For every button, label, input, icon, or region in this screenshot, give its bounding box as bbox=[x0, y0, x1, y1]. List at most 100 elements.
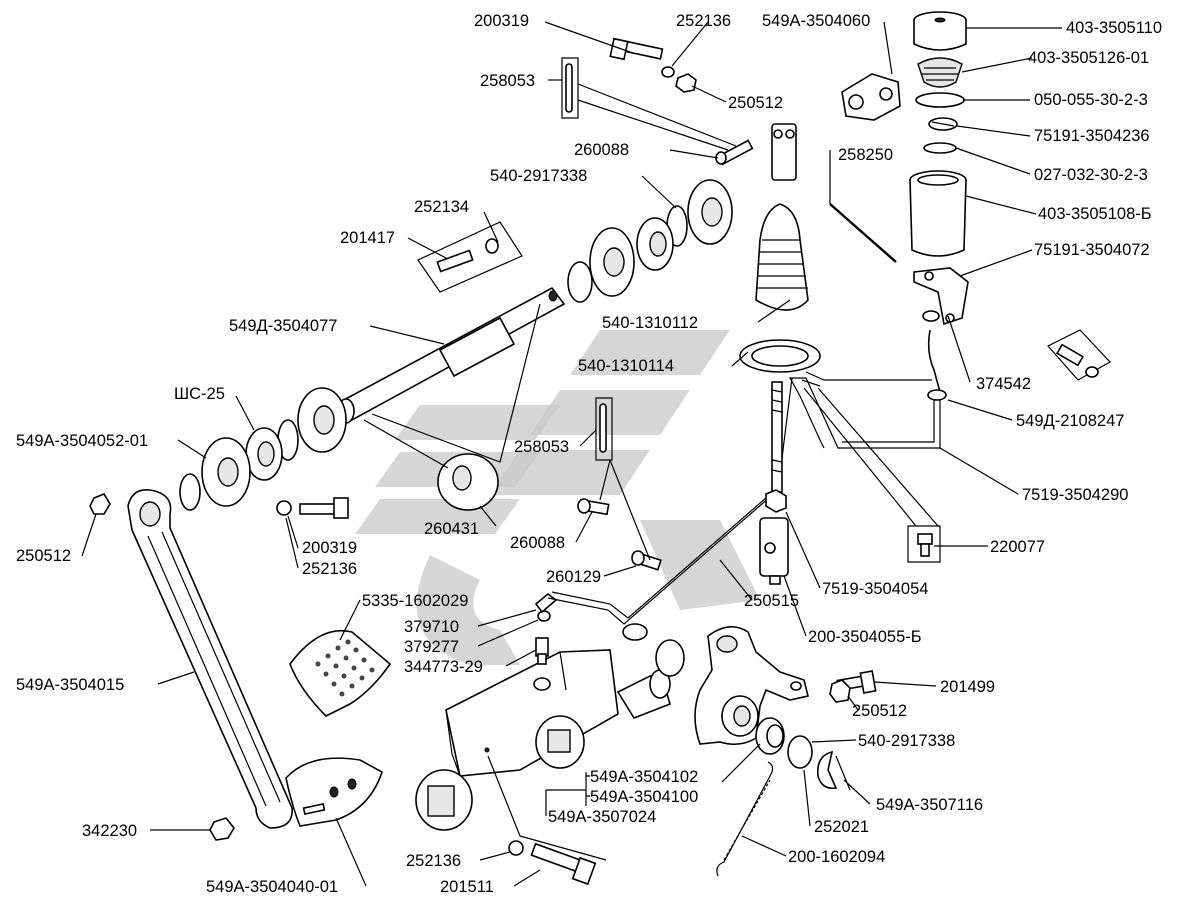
label-252021: 252021 bbox=[814, 818, 869, 836]
brake-pipe-7519-3504290 bbox=[788, 377, 941, 449]
label-342230: 342230 bbox=[82, 822, 137, 840]
label-549A-3507116: 549А-3507116 bbox=[876, 796, 983, 814]
label-027-032-30-2-3: 027-032-30-2-3 bbox=[1034, 166, 1148, 184]
label-201417: 201417 bbox=[340, 229, 395, 247]
pipe-upper bbox=[801, 371, 932, 387]
label-75191-3504236: 75191-3504236 bbox=[1034, 127, 1150, 145]
label-549A-3504102: 549А-3504102 bbox=[590, 768, 698, 786]
ring-left bbox=[179, 473, 201, 511]
label-549A-3504060: 549А-3504060 bbox=[762, 12, 870, 30]
label-252136-top: 252136 bbox=[676, 12, 731, 30]
label-374542: 374542 bbox=[976, 375, 1031, 393]
label-250515: 250515 bbox=[744, 592, 799, 610]
reservoir-hose bbox=[927, 329, 941, 393]
bushing-549A-3504102 bbox=[755, 717, 785, 755]
label-7519-3504290: 7519-3504290 bbox=[1022, 486, 1128, 504]
lever-disc-260431 bbox=[437, 453, 499, 511]
ring-top bbox=[567, 261, 593, 303]
label-050-055-30-2-3: 050-055-30-2-3 bbox=[1034, 91, 1148, 109]
clevis-top bbox=[771, 123, 797, 181]
part-number-labels: 200319 252136 549А-3504060 403-3505110 4… bbox=[16, 12, 1162, 896]
fitting-379710 bbox=[534, 592, 558, 614]
label-5335-1602029: 5335-1602029 bbox=[362, 592, 468, 610]
bolt-kit-201417-box bbox=[417, 221, 523, 293]
pipe-lines-220077 bbox=[803, 387, 939, 527]
label-403-3505126-01: 403-3505126-01 bbox=[1028, 49, 1149, 67]
o-ring-027 bbox=[923, 142, 957, 154]
flange-top-left bbox=[589, 227, 635, 297]
label-540-1310112: 540-1310112 bbox=[602, 314, 698, 332]
label-549A-3507024: 549А-3507024 bbox=[548, 808, 656, 826]
label-bracket bbox=[585, 772, 590, 806]
clevis-7519-3504054 bbox=[759, 517, 789, 585]
pedal-lever-549A-3504015 bbox=[127, 489, 293, 829]
hose-clamp bbox=[927, 389, 947, 401]
label-200-3504055-B: 200-3504055-Б bbox=[808, 628, 922, 646]
label-403-3505108-B: 403-3505108-Б bbox=[1038, 205, 1152, 223]
cylinder-pushrod bbox=[616, 639, 685, 719]
label-200319-top: 200319 bbox=[474, 12, 529, 30]
label-549D-3504077: 549Д-3504077 bbox=[229, 317, 337, 335]
label-379277: 379277 bbox=[404, 638, 459, 656]
rod-vertical bbox=[771, 381, 783, 493]
bracket-leader bbox=[487, 755, 607, 861]
label-403-3505110: 403-3505110 bbox=[1066, 19, 1162, 37]
shaft-549D-3504077 bbox=[337, 286, 566, 424]
label-549A-3504052-01: 549А-3504052-01 bbox=[16, 432, 148, 450]
nut-250512-right bbox=[829, 679, 851, 703]
label-260088-mid: 260088 bbox=[510, 534, 565, 552]
reservoir-cap bbox=[913, 11, 967, 51]
label-252136-mid: 252136 bbox=[302, 560, 357, 578]
pin-260088-top bbox=[715, 139, 754, 166]
bracket-washer bbox=[922, 310, 940, 322]
washer-252136-top bbox=[661, 66, 675, 78]
label-SHC-25: ШС-25 bbox=[174, 385, 225, 403]
bearing-top bbox=[636, 217, 674, 271]
label-75191-3504072: 75191-3504072 bbox=[1034, 241, 1150, 259]
label-260088-top: 260088 bbox=[574, 141, 629, 159]
lock-ring-549A-3507116 bbox=[816, 750, 851, 791]
label-201499: 201499 bbox=[940, 678, 995, 696]
label-549A-3504015: 549А-3504015 bbox=[16, 676, 124, 694]
label-540-1310114: 540-1310114 bbox=[578, 357, 674, 375]
reservoir-bracket bbox=[913, 267, 969, 326]
label-549A-3504100: 549А-3504100 bbox=[590, 788, 698, 806]
flange-549A-3504052-01 bbox=[201, 437, 251, 507]
nut-250512-left bbox=[89, 493, 111, 515]
label-260431: 260431 bbox=[424, 520, 479, 538]
bearing-SHC-25 bbox=[245, 427, 283, 481]
bolt-kit-220077-box bbox=[907, 525, 941, 563]
label-540-2917338-bot: 540-2917338 bbox=[858, 732, 955, 750]
label-258053-mid: 258053 bbox=[514, 438, 569, 456]
flange-mid bbox=[297, 387, 347, 453]
screw-75191-3504236 bbox=[928, 117, 958, 131]
label-344773-29: 344773-29 bbox=[404, 658, 483, 676]
reservoir-filter-mesh bbox=[917, 57, 963, 88]
label-200319-mid: 200319 bbox=[302, 539, 357, 557]
reservoir-body bbox=[909, 170, 967, 257]
label-549A-3504040-01: 549А-3504040-01 bbox=[206, 878, 338, 896]
ring-540-1310114 bbox=[739, 339, 821, 373]
washer-252136-mid bbox=[276, 500, 292, 516]
bolt-200319-mid bbox=[299, 497, 349, 519]
nut-250512-top bbox=[675, 73, 697, 93]
bolt-200319-top bbox=[609, 37, 664, 61]
label-379710: 379710 bbox=[404, 618, 459, 636]
label-250512-top: 250512 bbox=[728, 94, 783, 112]
rod-258250 bbox=[829, 203, 897, 263]
label-258053-top: 258053 bbox=[480, 72, 535, 90]
label-258250: 258250 bbox=[838, 146, 893, 164]
label-7519-3504054: 7519-3504054 bbox=[822, 580, 928, 598]
rubber-pad-5335-1602029 bbox=[289, 630, 392, 717]
label-220077: 220077 bbox=[990, 538, 1045, 556]
pipe-nut bbox=[622, 623, 648, 641]
seal-540-2917338-bot bbox=[787, 735, 813, 769]
label-252134: 252134 bbox=[414, 198, 469, 216]
boot-540-1310112 bbox=[755, 203, 809, 311]
lever-housing bbox=[694, 626, 809, 746]
master-cylinder-body bbox=[415, 649, 619, 831]
label-200-1602094: 200-1602094 bbox=[788, 848, 885, 866]
label-250512-left: 250512 bbox=[16, 547, 71, 565]
label-540-2917338-top: 540-2917338 bbox=[490, 167, 587, 185]
flange-top-right bbox=[687, 179, 733, 245]
